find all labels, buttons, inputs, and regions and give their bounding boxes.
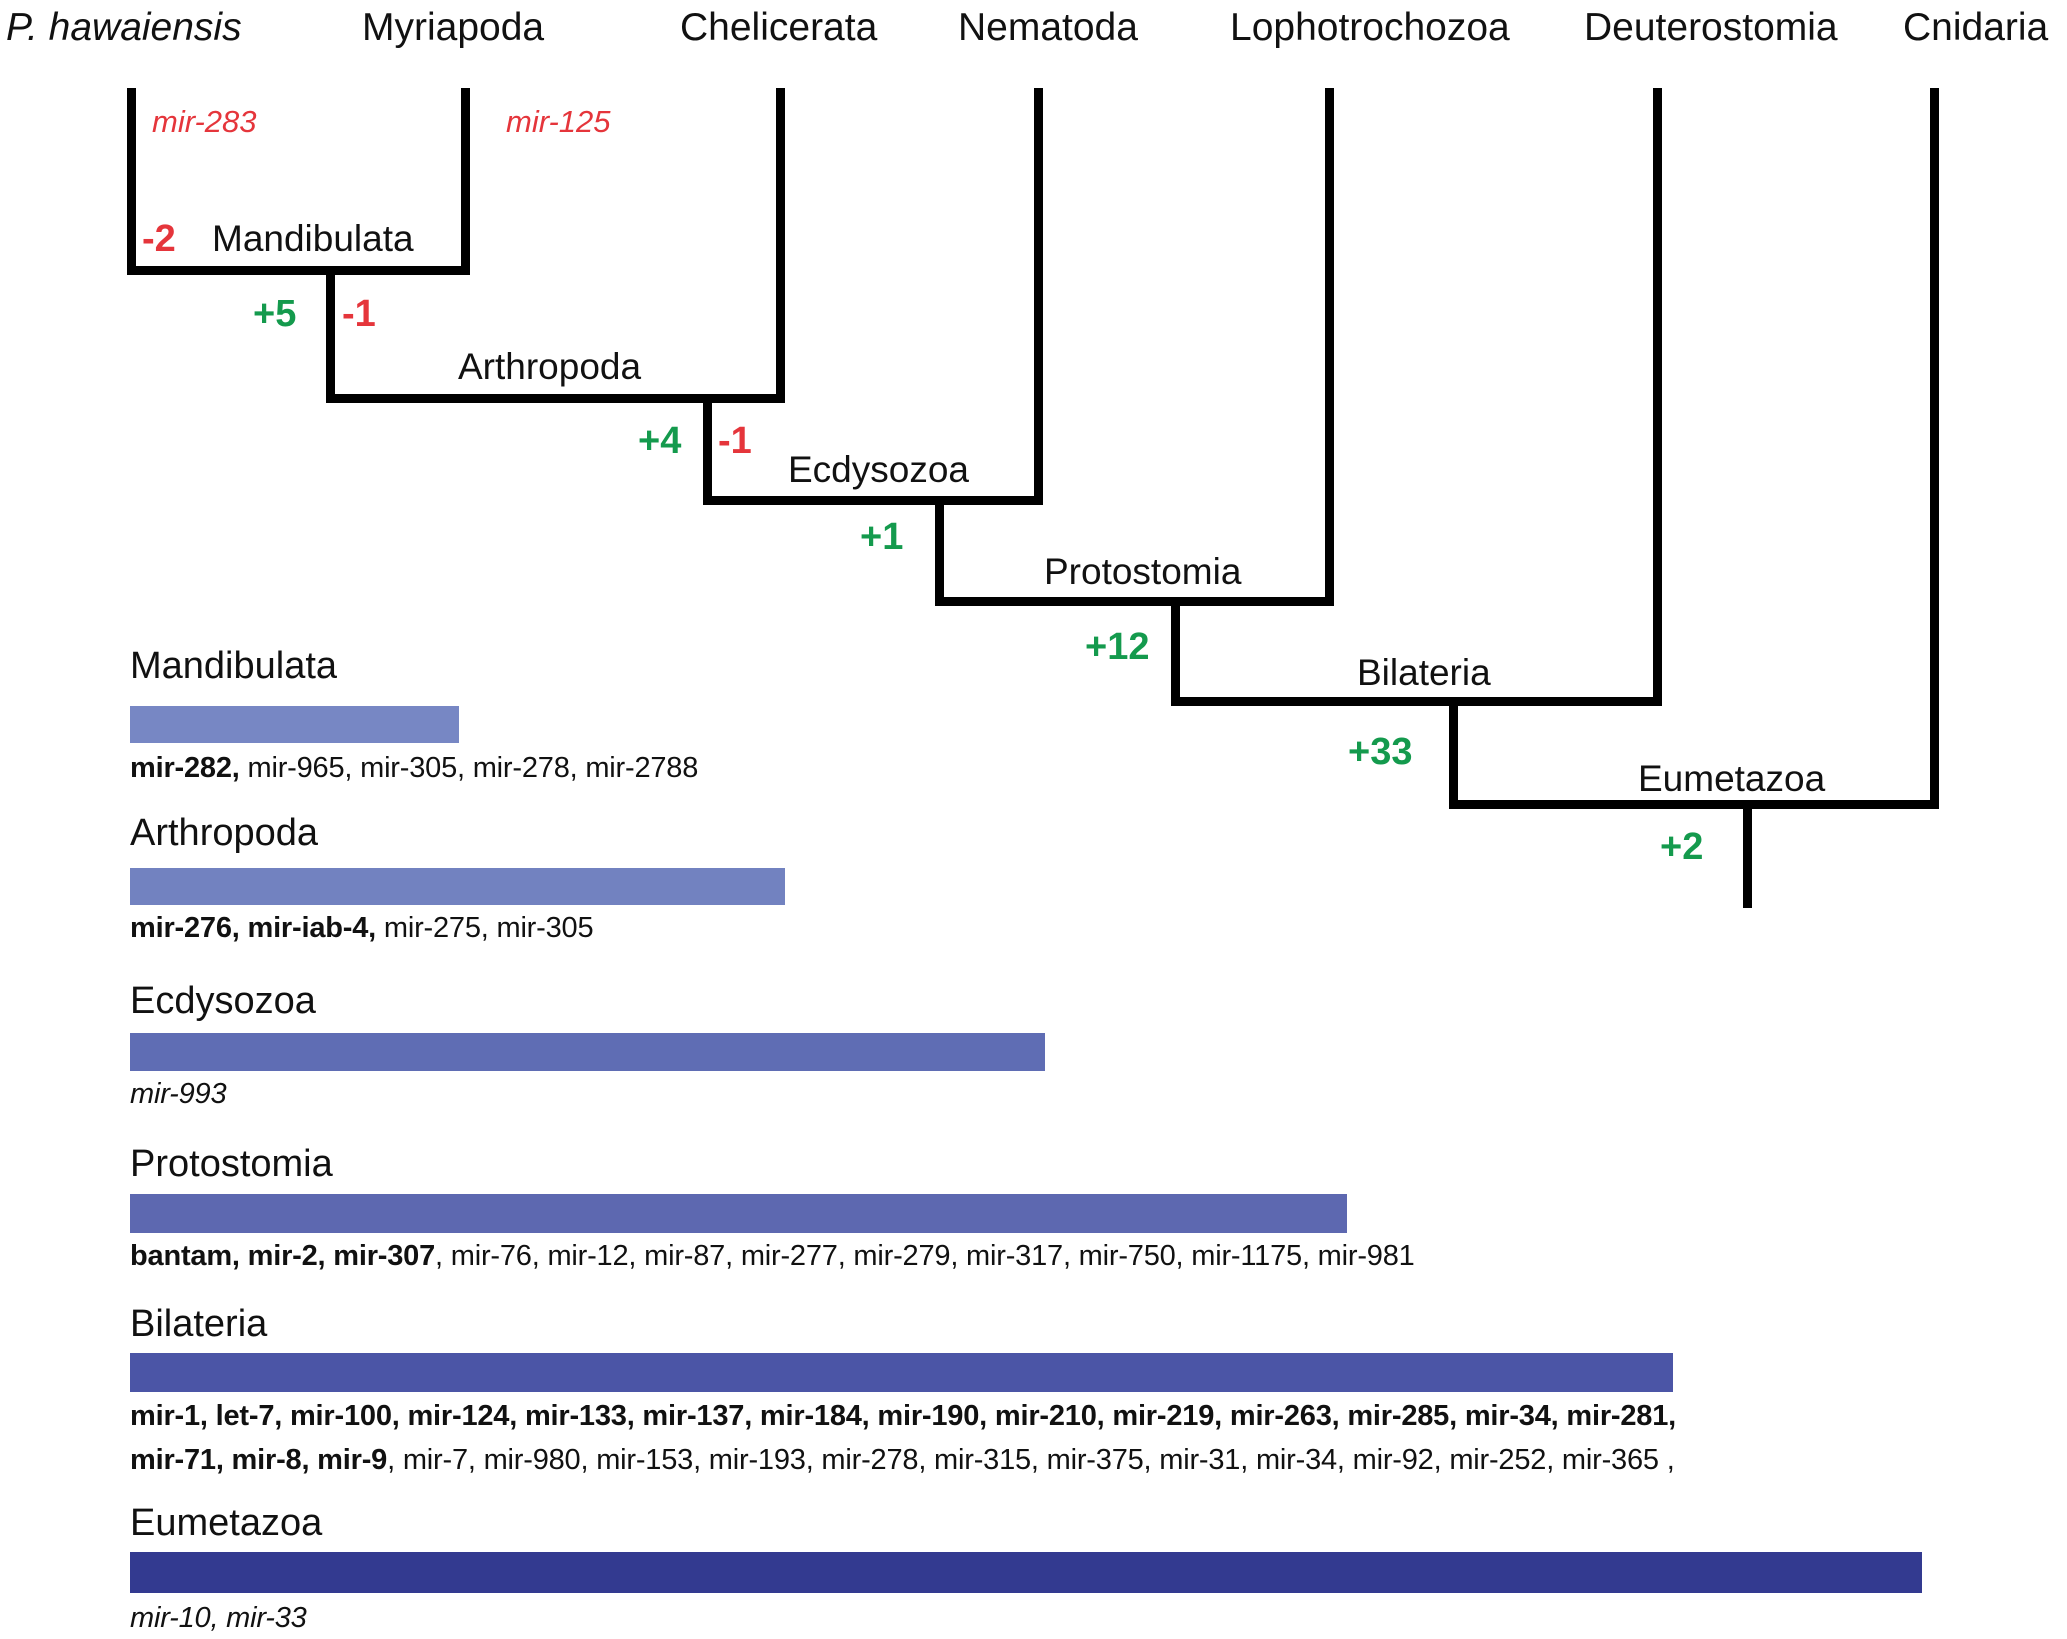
conservation-bar-eumetazoa bbox=[130, 1552, 1922, 1593]
stem-arthropoda bbox=[703, 394, 712, 505]
branch-gain-mandibulata: +5 bbox=[253, 293, 297, 335]
node-loss-mandibulata: -2 bbox=[142, 218, 176, 260]
mir-list-bilateria-line1-bold: mir-1, let-7, mir-100, mir-124, mir-133,… bbox=[130, 1400, 1677, 1432]
branch-lophotrochozoa bbox=[1325, 88, 1334, 606]
tip-loss-label-mir-125: mir-125 bbox=[506, 104, 611, 139]
section-title-protostomia: Protostomia bbox=[130, 1143, 333, 1185]
node-label-eumetazoa: Eumetazoa bbox=[1638, 758, 1826, 799]
node-label-mandibulata: Mandibulata bbox=[212, 218, 414, 259]
tip-label-cnidaria: Cnidaria bbox=[1903, 6, 2049, 49]
branch-gain-bilateria: +33 bbox=[1348, 731, 1413, 773]
branch-chelicerata bbox=[776, 88, 785, 403]
section-title-mandibulata: Mandibulata bbox=[130, 645, 338, 687]
section-title-ecdysozoa: Ecdysozoa bbox=[130, 980, 316, 1022]
branch-loss-arthropoda: -1 bbox=[718, 420, 752, 462]
node-label-arthropoda: Arthropoda bbox=[458, 346, 642, 387]
branch-gain-arthropoda: +4 bbox=[638, 420, 682, 462]
stem-bilateria bbox=[1449, 697, 1458, 809]
mir-list-bilateria-line2-regular: , mir-7, mir-980, mir-153, mir-193, mir-… bbox=[387, 1444, 1675, 1476]
conservation-bar-bilateria bbox=[130, 1353, 1673, 1392]
mir-list-mandibulata-regular: mir-965, mir-305, mir-278, mir-2788 bbox=[239, 752, 699, 784]
branch-gain-protostomia: +12 bbox=[1085, 626, 1150, 668]
node-line-protostomia bbox=[935, 597, 1334, 606]
conservation-bar-mandibulata bbox=[130, 706, 459, 743]
stem-root bbox=[1743, 800, 1752, 908]
node-line-bilateria bbox=[1171, 697, 1662, 706]
branch-myriapoda bbox=[461, 88, 470, 274]
node-label-bilateria: Bilateria bbox=[1357, 652, 1491, 693]
node-label-ecdysozoa: Ecdysozoa bbox=[788, 449, 969, 490]
node-line-mandibulata bbox=[127, 266, 470, 275]
section-title-bilateria: Bilateria bbox=[130, 1303, 268, 1345]
tip-label-deuterostomia: Deuterostomia bbox=[1584, 6, 1838, 49]
tip-loss-label-mir-283: mir-283 bbox=[152, 104, 257, 139]
tip-label-myriapoda: Myriapoda bbox=[362, 6, 545, 49]
conservation-bar-ecdysozoa bbox=[130, 1033, 1045, 1071]
mir-list-ecdysozoa: mir-993 bbox=[130, 1078, 227, 1110]
branch-nematoda bbox=[1034, 88, 1043, 505]
node-line-arthropoda bbox=[326, 394, 785, 403]
mir-list-mandibulata-bold: mir-282, bbox=[130, 752, 240, 784]
node-line-ecdysozoa bbox=[703, 496, 1043, 505]
mir-list-protostomia-regular: , mir-76, mir-12, mir-87, mir-277, mir-2… bbox=[435, 1240, 1415, 1272]
branch-loss-mandibulata: -1 bbox=[342, 293, 376, 335]
branch-cnidaria bbox=[1930, 88, 1939, 809]
mir-list-protostomia-bold: bantam, mir-2, mir-307 bbox=[130, 1240, 436, 1272]
tip-label-p-hawaiensis: P. hawaiensis bbox=[6, 6, 242, 49]
node-label-protostomia: Protostomia bbox=[1044, 551, 1242, 592]
conservation-bar-protostomia bbox=[130, 1194, 1347, 1233]
section-title-arthropoda: Arthropoda bbox=[130, 812, 319, 854]
mir-list-mandibulata: mir-282, mir-965, mir-305, mir-278, mir-… bbox=[130, 752, 698, 785]
branch-deuterostomia bbox=[1653, 88, 1662, 706]
tip-label-nematoda: Nematoda bbox=[958, 6, 1138, 49]
branch-gain-ecdysozoa: +1 bbox=[860, 516, 904, 558]
stem-protostomia bbox=[1171, 597, 1180, 706]
mir-list-bilateria-line1: mir-1, let-7, mir-100, mir-124, mir-133,… bbox=[130, 1400, 1676, 1433]
branch-gain-eumetazoa: +2 bbox=[1660, 826, 1704, 868]
stem-ecdysozoa bbox=[935, 496, 944, 606]
node-line-eumetazoa bbox=[1449, 800, 1939, 809]
mir-list-arthropoda-regular: mir-275, mir-305 bbox=[376, 912, 594, 944]
mir-list-arthropoda-bold: mir-276, mir-iab-4, bbox=[130, 912, 377, 944]
mir-list-bilateria-line2: mir-71, mir-8, mir-9, mir-7, mir-980, mi… bbox=[130, 1444, 1675, 1477]
branch-p-hawaiensis bbox=[127, 88, 136, 274]
mir-list-arthropoda: mir-276, mir-iab-4, mir-275, mir-305 bbox=[130, 912, 594, 945]
stem-mandibulata bbox=[326, 266, 335, 403]
mir-list-protostomia: bantam, mir-2, mir-307, mir-76, mir-12, … bbox=[130, 1240, 1415, 1273]
tip-label-chelicerata: Chelicerata bbox=[680, 6, 878, 49]
tip-label-lophotrochozoa: Lophotrochozoa bbox=[1230, 6, 1510, 49]
conservation-bar-arthropoda bbox=[130, 868, 785, 905]
mir-list-eumetazoa: mir-10, mir-33 bbox=[130, 1602, 307, 1634]
mir-list-bilateria-line2-bold: mir-71, mir-8, mir-9 bbox=[130, 1444, 388, 1476]
section-title-eumetazoa: Eumetazoa bbox=[130, 1502, 323, 1544]
